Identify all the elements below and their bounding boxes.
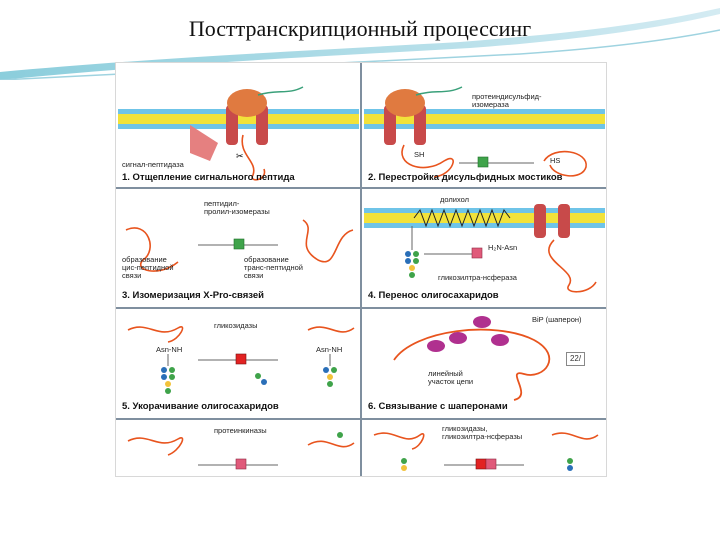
label-peptidyl-prolyl-isomerases: пептидил- пролил-изомеразы xyxy=(204,199,270,216)
chaperone-bip xyxy=(427,340,445,352)
label-cis-bond-formation: образование цис-пептидной связи xyxy=(122,255,174,280)
panel-3-illustration xyxy=(125,219,354,272)
label-signal-peptidase: сигнал-пептидаза xyxy=(122,160,184,169)
label-protein-disulfide-isomerase: протеиндисульфид- изомераза xyxy=(472,92,542,109)
panel-5-illustration xyxy=(127,325,355,394)
panel-disulfide-rearrangement: протеиндисульфид- изомераза SH HS 2. Пер… xyxy=(364,65,605,185)
isomerase-enzyme-box xyxy=(233,238,245,250)
panel-chaperone-binding: BiP (шаперон) линейный участок цепи 6. С… xyxy=(364,310,605,416)
caption-panel-3: 3. Изомеризация X-Pro-связей xyxy=(122,290,265,301)
label-h2n-asn: H₂N-Asn xyxy=(488,243,518,252)
label-trans-bond-formation: образование транс-пептидной связи xyxy=(244,255,303,280)
polypeptide-chain xyxy=(241,134,266,181)
caption-panel-1: 1. Отщепление сигнального пептида xyxy=(122,172,295,183)
column-separator xyxy=(360,63,362,476)
label-protein-kinases: протеинкиназы xyxy=(214,426,267,435)
panel-1-illustration: ✂ xyxy=(118,86,359,181)
signal-peptidase-enzyme xyxy=(190,125,218,161)
label-glycosidases-glycosyltransferases: гликозидазы, гликозилтра-нсферазы xyxy=(442,424,523,441)
panel-glycosylation: гликозидазы, гликозилтра-нсферазы xyxy=(364,421,605,476)
panel-phosphorylation: протеинкиназы xyxy=(118,421,359,476)
label-linear-chain-segment: линейный участок цепи xyxy=(428,369,474,386)
diagram-frame: ✂ сигнал-пептидаза 1. Отщепление сигналь… xyxy=(115,62,607,477)
label-glycosidases: гликозидазы xyxy=(214,321,258,330)
glycosidase-enzyme-box xyxy=(235,353,247,365)
panel-4-illustration xyxy=(364,204,605,293)
caption-panel-5: 5. Укорачивание олигосахаридов xyxy=(122,401,279,412)
glycosidase-enzyme-box xyxy=(475,458,487,470)
panel-8-illustration xyxy=(373,432,599,471)
panel-2-illustration xyxy=(364,86,605,178)
label-bip-chaperone: BiP (шаперон) xyxy=(532,315,582,324)
caption-panel-6: 6. Связывание с шаперонами xyxy=(368,401,508,412)
panel-x-pro-isomerization: пептидил- пролил-изомеразы образование ц… xyxy=(118,190,359,305)
scissors-icon: ✂ xyxy=(236,151,244,161)
label-glycosyltransferase: гликозилтра-нсфераза xyxy=(438,273,517,282)
slide-title: Посттранскрипционный процессинг xyxy=(188,16,532,41)
ribosome xyxy=(227,89,267,117)
label-hs-group: HS xyxy=(550,156,561,165)
translocon-protein xyxy=(226,105,238,145)
polypeptide-chain-cis xyxy=(125,227,179,272)
page-number-badge: 22/ xyxy=(566,352,585,366)
panel-6-illustration xyxy=(393,316,551,401)
panel-7-illustration xyxy=(127,432,355,470)
label-dolichol: долихол xyxy=(440,195,469,204)
caption-panel-4: 4. Перенос олигосахаридов xyxy=(368,290,499,301)
panel-signal-peptide-cleavage: ✂ сигнал-пептидаза 1. Отщепление сигналь… xyxy=(118,65,359,185)
polypeptide-chain xyxy=(393,328,551,401)
label-asn-nh-left: Asn-NH xyxy=(156,345,183,354)
caption-panel-2: 2. Перестройка дисульфидных мостиков xyxy=(368,172,563,183)
panel-oligosaccharide-trimming: гликозидазы Asn-NH Asn-NH 5. Укорачивани… xyxy=(118,310,359,416)
polypeptide-chain-trans xyxy=(302,219,354,263)
isomerase-enzyme-box xyxy=(477,156,489,168)
panel-oligosaccharide-transfer: долихол H₂N-Asn гликозилтра-нсфераза 4. … xyxy=(364,190,605,305)
label-asn-nh-right: Asn-NH xyxy=(316,345,343,354)
glycosyltransferase-enzyme-box xyxy=(471,247,483,259)
dolichol-chain xyxy=(413,208,511,228)
kinase-enzyme-box xyxy=(235,458,247,470)
label-sh-group: SH xyxy=(414,150,425,159)
glycosyltransferase-enzyme-box xyxy=(485,458,497,470)
